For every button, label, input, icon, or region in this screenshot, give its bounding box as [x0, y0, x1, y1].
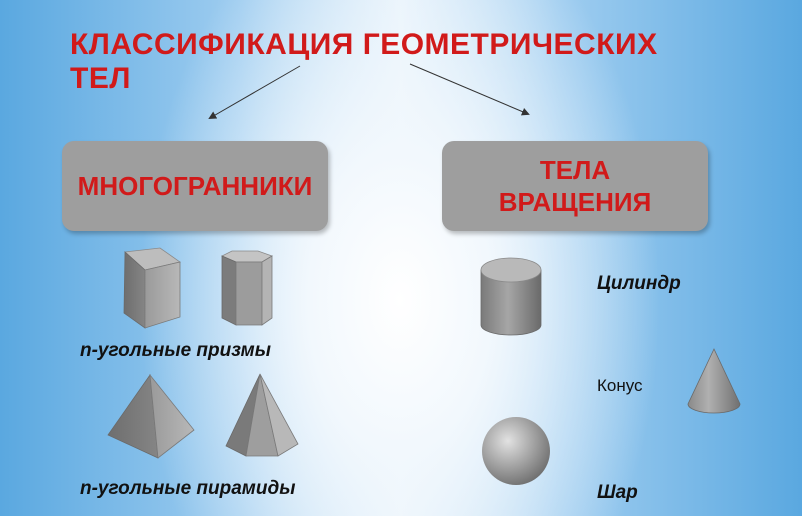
cylinder-icon — [480, 257, 542, 336]
pyramids-label: n-угольные пирамиды — [80, 478, 296, 499]
cylinder-label: Цилиндр — [597, 273, 681, 294]
arrow-to-solids-of-revolution — [409, 63, 530, 116]
prisms-label: n-угольные призмы — [80, 340, 271, 361]
solids-of-revolution-line2: ВРАЩЕНИЯ — [498, 187, 652, 217]
cone-label: Конус — [597, 376, 643, 395]
arrow-to-polyhedra — [208, 65, 301, 120]
pentagonal-pyramid-icon — [225, 373, 299, 457]
polyhedra-label: МНОГОГРАННИКИ — [77, 171, 313, 201]
square-pyramid-icon — [107, 373, 195, 459]
triangular-prism-icon — [123, 247, 181, 329]
polyhedra-box: МНОГОГРАННИКИ — [62, 141, 328, 231]
sphere-icon — [482, 417, 550, 485]
solids-of-revolution-line1: ТЕЛА — [539, 155, 611, 185]
hexagonal-prism-icon — [221, 250, 273, 326]
diagram-title: КЛАССИФИКАЦИЯ ГЕОМЕТРИЧЕСКИХ ТЕЛ — [70, 28, 658, 95]
solids-of-revolution-box: ТЕЛА ВРАЩЕНИЯ — [442, 141, 708, 231]
cone-icon — [687, 348, 741, 414]
sphere-label: Шар — [597, 482, 638, 503]
